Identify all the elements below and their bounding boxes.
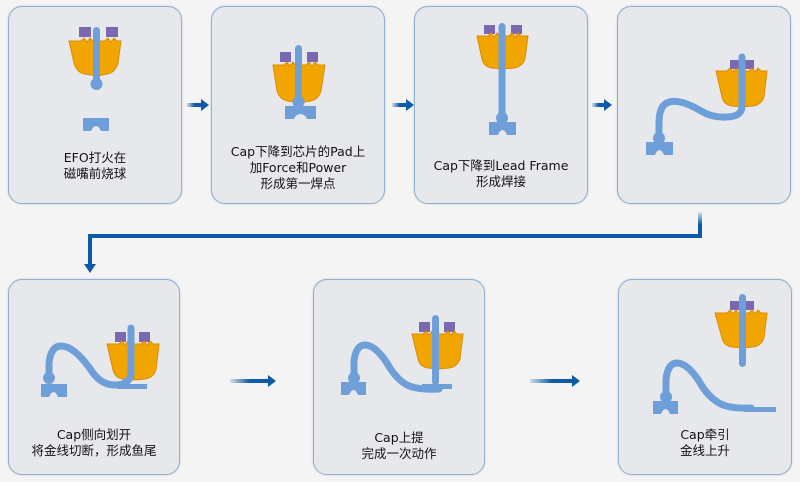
wire-loop-icon bbox=[646, 53, 768, 155]
efo-ball-formation-icon bbox=[68, 27, 122, 131]
step-5-caption: Cap侧向划开 将金线切断，形成鱼尾 bbox=[31, 427, 157, 458]
arrow-4-to-5 bbox=[84, 212, 702, 273]
clamp-left bbox=[68, 37, 98, 77]
wire-pull-up-icon bbox=[653, 294, 776, 414]
step-card-6: Cap上提 完成一次动作 bbox=[313, 279, 485, 475]
step-1-caption: EFO打火在 磁嘴前烧球 bbox=[63, 150, 127, 181]
pad-right bbox=[106, 27, 118, 37]
clamp-right bbox=[96, 37, 122, 77]
wire-cut-tail-icon bbox=[41, 324, 160, 397]
pad-left bbox=[79, 27, 91, 37]
step-6-caption: Cap上提 完成一次动作 bbox=[361, 430, 437, 461]
arrow-6-to-7 bbox=[530, 375, 580, 387]
bond-pad bbox=[83, 118, 109, 131]
step-2-caption: Cap下降到芯片的Pad上 加Force和Power 形成第一焊点 bbox=[230, 144, 366, 191]
gold-ball bbox=[90, 78, 103, 90]
lead-frame-bond-icon bbox=[476, 23, 529, 135]
capillary-lift-icon bbox=[341, 315, 464, 395]
step-card-3: Cap下降到Lead Frame 形成焊接 bbox=[414, 6, 588, 204]
step-3-caption: Cap下降到Lead Frame 形成焊接 bbox=[433, 158, 569, 189]
arrow-3-to-4 bbox=[592, 99, 612, 111]
step-7-caption: Cap牵引 金线上升 bbox=[679, 427, 730, 458]
capillary bbox=[93, 27, 100, 83]
step-card-2: Cap下降到芯片的Pad上 加Force和Power 形成第一焊点 bbox=[211, 6, 385, 204]
arrow-2-to-3 bbox=[392, 99, 414, 111]
arrow-1-to-2 bbox=[187, 99, 209, 111]
first-bond-icon bbox=[272, 45, 326, 119]
step-card-4 bbox=[617, 6, 791, 204]
step-card-1: EFO打火在 磁嘴前烧球 bbox=[8, 6, 182, 204]
step-card-7: Cap牵引 金线上升 bbox=[618, 279, 792, 475]
arrow-5-to-6 bbox=[230, 375, 276, 387]
step-card-5: Cap侧向划开 将金线切断，形成鱼尾 bbox=[8, 279, 180, 475]
